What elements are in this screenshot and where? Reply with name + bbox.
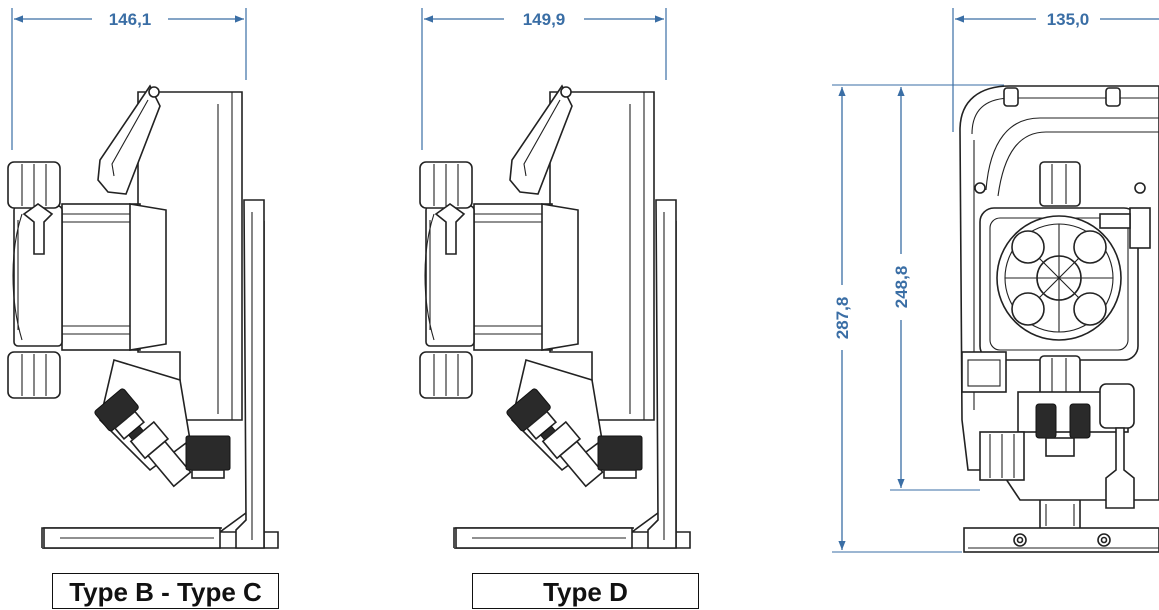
- dim-height-total: 287,8: [832, 84, 1004, 553]
- dim-label-149: 149,9: [523, 10, 566, 29]
- dim-height-body: 248,8: [890, 84, 980, 491]
- side-view-type-d: [419, 85, 691, 549]
- dim-label-248: 248,8: [892, 266, 911, 309]
- dim-width-front: 135,0: [952, 8, 1159, 132]
- dim-width-type-d: 149,9: [421, 8, 667, 150]
- label-type-bc: Type B - Type C: [52, 573, 279, 609]
- dim-label-146: 146,1: [109, 10, 152, 29]
- dim-label-287: 287,8: [833, 297, 852, 340]
- dim-width-type-bc: 146,1: [11, 8, 247, 150]
- dim-label-135: 135,0: [1047, 10, 1090, 29]
- side-view-type-bc: [7, 85, 279, 549]
- front-view: [959, 85, 1159, 553]
- label-type-d: Type D: [472, 573, 699, 609]
